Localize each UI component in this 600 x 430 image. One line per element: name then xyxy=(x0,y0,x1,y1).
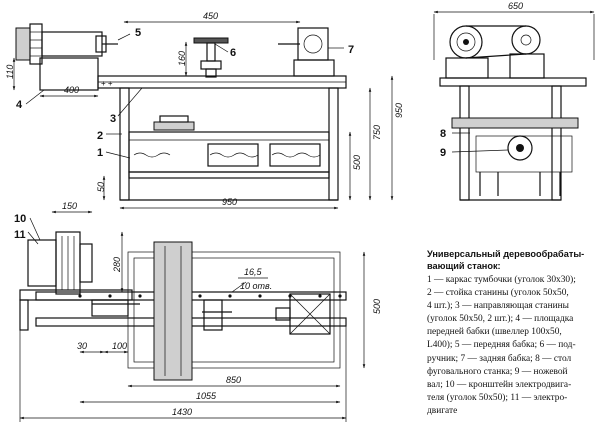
legend-line: фуговального станка; 9 — ножевой xyxy=(427,366,568,377)
callout-8: 8 xyxy=(440,128,446,140)
front-leg-right xyxy=(328,87,339,201)
legend-title-line: Универсальный деревообрабаты- xyxy=(427,249,585,259)
legend-line: теля (уголок 50х50); 11 — электро- xyxy=(427,392,568,403)
dim-500: 500 xyxy=(352,155,362,170)
side-leg-left xyxy=(459,85,470,201)
dim-1055: 1055 xyxy=(196,391,217,401)
legend-line: 1 — каркас тумбочки (уголок 30х30); xyxy=(427,275,576,285)
legend-title: Универсальный деревообрабаты- вающий ста… xyxy=(427,249,597,272)
legend-title-line: вающий станок: xyxy=(427,260,501,271)
dim-10-holes: 10 отв. xyxy=(240,281,272,291)
callout-7: 7 xyxy=(348,44,354,56)
dim-1430: 1430 xyxy=(172,407,192,417)
callout-10: 10 xyxy=(14,213,26,225)
top-rail-holes xyxy=(78,294,342,298)
svg-text:+ +: + + xyxy=(101,79,113,88)
callout-9: 9 xyxy=(440,147,446,159)
legend-line: передней бабки (швеллер 100х50, xyxy=(427,327,562,338)
dim-150: 150 xyxy=(62,201,77,211)
legend-line: L400); 5 — передняя бабка; 6 — под- xyxy=(427,340,576,351)
top-view: 150 280 16,5 10 отв. 500 30 100 850 1055… xyxy=(14,201,382,422)
dim-280: 280 xyxy=(112,257,122,273)
legend-line: двигате xyxy=(427,405,458,416)
callout-3: 3 xyxy=(110,113,116,125)
dim-50: 50 xyxy=(96,182,106,192)
callout-11: 11 xyxy=(14,229,26,241)
dim-750: 750 xyxy=(372,125,382,140)
front-jointer-table xyxy=(153,121,195,131)
side-jointer-table xyxy=(451,117,579,129)
front-view: + + 450 160 110 400 950 750 500 5 xyxy=(5,11,404,210)
front-headstock-pulley xyxy=(15,23,118,65)
front-lower-frame xyxy=(128,171,330,179)
dim-110: 110 xyxy=(5,65,15,79)
top-tool-rest xyxy=(203,299,223,331)
dim-850: 850 xyxy=(226,375,241,385)
dim-16-5: 16,5 xyxy=(244,267,263,277)
dim-100: 100 xyxy=(112,341,127,351)
caption-legend: Универсальный деревообрабаты- вающий ста… xyxy=(427,249,597,418)
callout-4: 4 xyxy=(16,99,23,111)
dim-500-top: 500 xyxy=(372,299,382,314)
dim-950-height: 950 xyxy=(394,103,404,118)
side-spindle-pulley xyxy=(511,25,541,55)
side-bed xyxy=(439,77,587,87)
legend-line: ручник; 7 — задняя бабка; 8 — стол xyxy=(427,353,572,364)
dim-650: 650 xyxy=(508,1,523,11)
legend-line: (уголок 50х50, 2 шт.); 4 — площадка xyxy=(427,314,574,325)
side-view: 650 8 9 xyxy=(433,1,595,201)
callout-5: 5 xyxy=(135,27,141,39)
legend-line: 2 — стойка станины (уголок 50х50, xyxy=(427,288,569,299)
front-drawer-1 xyxy=(207,143,259,167)
dim-400: 400 xyxy=(64,85,79,95)
dim-950-width: 950 xyxy=(222,197,237,207)
top-jointer-table xyxy=(153,241,193,381)
dim-450: 450 xyxy=(203,11,218,21)
callout-6: 6 xyxy=(230,47,236,59)
dim-160: 160 xyxy=(177,51,187,66)
legend-line: вал; 10 — кронштейн электродвига- xyxy=(427,379,572,390)
front-drawer-2 xyxy=(269,143,321,167)
dim-30: 30 xyxy=(77,341,87,351)
legend-line: 4 шт.); 3 — направляющая станины xyxy=(427,301,569,312)
front-tailstock xyxy=(278,27,335,77)
front-tool-rest xyxy=(193,37,229,78)
top-tailstock xyxy=(275,293,331,335)
callout-1: 1 xyxy=(97,147,103,159)
callout-2: 2 xyxy=(97,130,103,142)
top-motor xyxy=(27,231,93,295)
front-headstock-platform xyxy=(39,57,99,91)
